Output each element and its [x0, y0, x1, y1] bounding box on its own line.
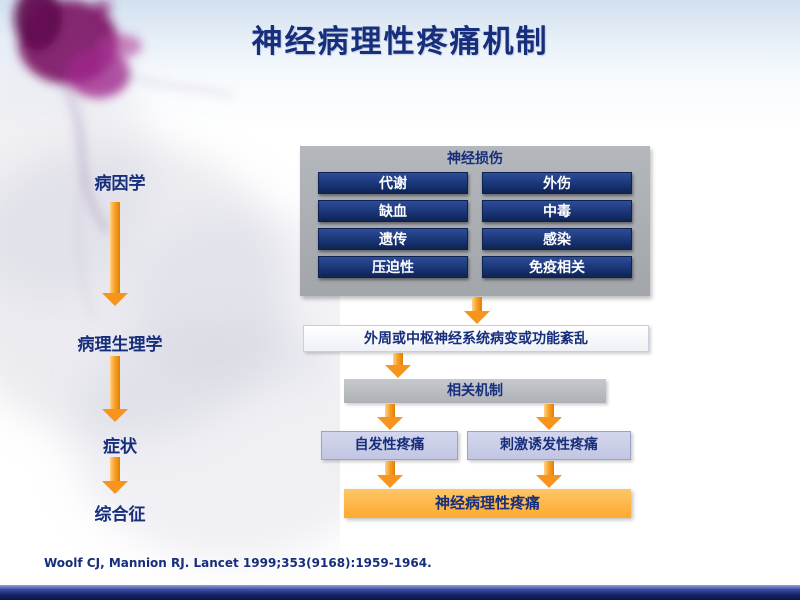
nerve-injury-panel: 神经损伤 代谢 外伤 缺血 中毒 遗传 感染 压迫性 免疫相关: [300, 146, 650, 296]
arrow-head: [102, 481, 128, 494]
arrow-body: [472, 297, 482, 311]
pain-box-stimulus-evoked: 刺激诱发性疼痛: [467, 431, 631, 460]
cause-box-toxic: 中毒: [482, 200, 632, 222]
arrow-body: [385, 461, 395, 475]
down-arrow: [102, 457, 128, 494]
cause-box-ischemia: 缺血: [318, 200, 468, 222]
arrow-head: [102, 409, 128, 422]
cause-box-genetic: 遗传: [318, 228, 468, 250]
arrow-body: [110, 202, 120, 293]
mechanism-bar: 相关机制: [344, 379, 606, 403]
cause-grid: 代谢 外伤 缺血 中毒 遗传 感染 压迫性 免疫相关: [300, 170, 650, 278]
arrow-body: [110, 356, 120, 409]
arrow-body: [393, 353, 403, 365]
cause-box-metabolic: 代谢: [318, 172, 468, 194]
arrow-head: [464, 311, 490, 324]
arrow-body: [544, 461, 554, 475]
result-box-neuropathic-pain: 神经病理性疼痛: [344, 489, 631, 518]
arrow-head: [377, 417, 403, 430]
slide-title: 神经病理性疼痛机制: [251, 24, 549, 60]
down-arrow: [464, 297, 490, 324]
down-arrow: [385, 353, 411, 378]
arrow-head: [102, 293, 128, 306]
arrow-body: [385, 404, 395, 417]
left-flow-label-symptoms: 症状: [103, 437, 137, 457]
cause-box-infection: 感染: [482, 228, 632, 250]
down-arrow: [536, 461, 562, 488]
bottom-decorative-bar: [0, 585, 800, 600]
cause-box-trauma: 外伤: [482, 172, 632, 194]
left-flow-label-etiology: 病因学: [94, 174, 146, 194]
down-arrow: [377, 461, 403, 488]
nerve-injury-title: 神经损伤: [447, 151, 503, 167]
down-arrow: [102, 202, 128, 306]
arrow-body: [110, 457, 120, 481]
down-arrow: [536, 404, 562, 430]
arrow-head: [536, 475, 562, 488]
cause-box-immune: 免疫相关: [482, 256, 632, 278]
arrow-head: [377, 475, 403, 488]
left-flow-label-pathophysiology: 病理生理学: [77, 335, 163, 355]
left-flow-label-syndrome: 综合征: [94, 505, 146, 525]
citation: Woolf CJ, Mannion RJ. Lancet 1999;353(91…: [44, 556, 432, 570]
pain-box-spontaneous: 自发性疼痛: [321, 431, 458, 460]
arrow-head: [385, 365, 411, 378]
cause-box-compressive: 压迫性: [318, 256, 468, 278]
down-arrow: [102, 356, 128, 422]
down-arrow: [377, 404, 403, 430]
arrow-head: [536, 417, 562, 430]
lesion-box: 外周或中枢神经系统病变或功能紊乱: [303, 325, 649, 352]
arrow-body: [544, 404, 554, 417]
